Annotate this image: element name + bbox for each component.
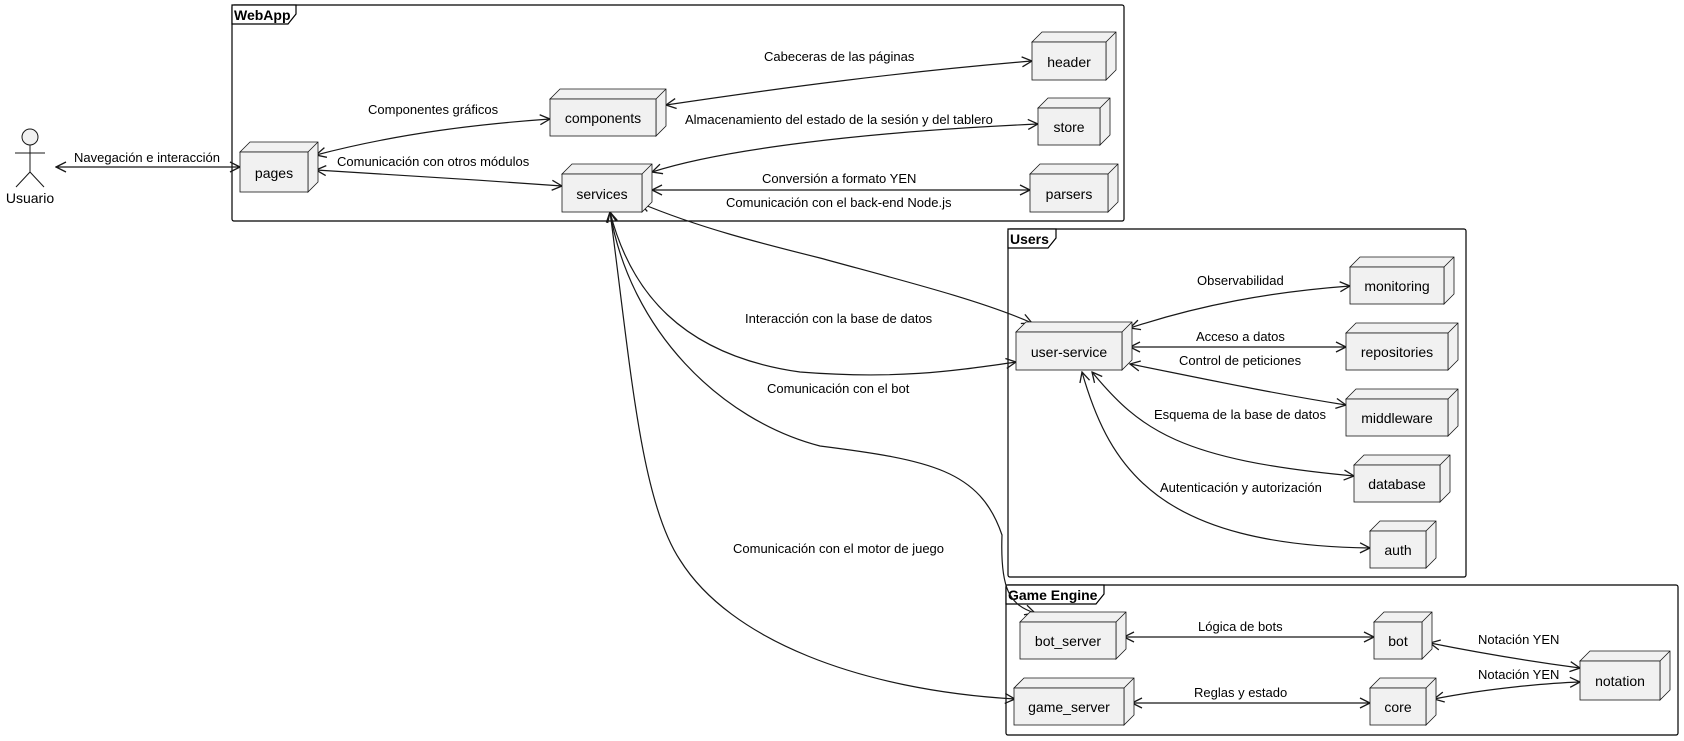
package-users-title: Users bbox=[1010, 231, 1049, 247]
node-monitoring-label: monitoring bbox=[1364, 278, 1429, 294]
edge-label-observabilidad: Observabilidad bbox=[1197, 273, 1284, 288]
node-game-server[interactable]: game_server bbox=[1013, 677, 1135, 726]
node-game-server-label: game_server bbox=[1028, 699, 1110, 715]
node-store[interactable]: store bbox=[1037, 97, 1111, 146]
edge-label-conversion: Conversión a formato YEN bbox=[762, 171, 916, 186]
node-middleware[interactable]: middleware bbox=[1345, 388, 1459, 437]
node-header[interactable]: header bbox=[1031, 31, 1117, 81]
node-monitoring[interactable]: monitoring bbox=[1349, 256, 1455, 305]
actor-usuario: Usuario bbox=[6, 128, 54, 206]
edges bbox=[56, 61, 1580, 703]
node-services-label: services bbox=[576, 186, 627, 202]
node-repositories-label: repositories bbox=[1361, 344, 1433, 360]
edge-label-comunicacion-modulos: Comunicación con otros módulos bbox=[337, 154, 530, 169]
node-database-label: database bbox=[1368, 476, 1426, 492]
node-store-label: store bbox=[1053, 119, 1084, 135]
edge-label-motor-juego: Comunicación con el motor de juego bbox=[733, 541, 944, 556]
edge-label-notacion-core: Notación YEN bbox=[1478, 667, 1559, 682]
node-bot-server-label: bot_server bbox=[1035, 633, 1101, 649]
edge-label-logica-bots: Lógica de bots bbox=[1198, 619, 1283, 634]
edge-label-autenticacion: Autenticación y autorización bbox=[1160, 480, 1322, 495]
edge-label-comunicacion-bot: Comunicación con el bot bbox=[767, 381, 910, 396]
node-auth[interactable]: auth bbox=[1369, 520, 1437, 569]
edge-pages-components bbox=[316, 119, 550, 155]
edge-label-interaccion-bd: Interacción con la base de datos bbox=[745, 311, 933, 326]
node-repositories[interactable]: repositories bbox=[1345, 322, 1459, 371]
node-core[interactable]: core bbox=[1369, 677, 1437, 726]
edge-label-almacenamiento: Almacenamiento del estado de la sesión y… bbox=[685, 112, 993, 127]
node-auth-label: auth bbox=[1384, 542, 1411, 558]
edge-core-notation bbox=[1434, 682, 1580, 699]
node-header-label: header bbox=[1047, 54, 1091, 70]
edge-label-navegacion: Navegación e interacción bbox=[74, 150, 220, 165]
edge-services-store bbox=[652, 124, 1038, 172]
node-database[interactable]: database bbox=[1353, 454, 1451, 503]
edge-label-acceso-datos: Acceso a datos bbox=[1196, 329, 1285, 344]
edge-label-componentes: Componentes gráficos bbox=[368, 102, 499, 117]
edge-label-cabeceras: Cabeceras de las páginas bbox=[764, 49, 915, 64]
edge-components-header bbox=[666, 61, 1032, 105]
node-bot-server[interactable]: bot_server bbox=[1019, 611, 1127, 660]
package-webapp-title: WebApp bbox=[234, 7, 291, 23]
node-user-service-label: user-service bbox=[1031, 344, 1107, 360]
edge-label-esquema-bd: Esquema de la base de datos bbox=[1154, 407, 1327, 422]
node-notation-label: notation bbox=[1595, 673, 1645, 689]
node-user-service[interactable]: user-service bbox=[1015, 321, 1133, 371]
node-parsers-label: parsers bbox=[1046, 186, 1093, 202]
node-services[interactable]: services bbox=[561, 163, 653, 213]
package-game-engine-title: Game Engine bbox=[1008, 587, 1098, 603]
node-parsers[interactable]: parsers bbox=[1029, 163, 1119, 213]
node-components[interactable]: components bbox=[549, 88, 667, 137]
edge-label-reglas-estado: Reglas y estado bbox=[1194, 685, 1287, 700]
actor-label: Usuario bbox=[6, 190, 54, 206]
edge-services-gameserver bbox=[610, 212, 1015, 699]
node-components-label: components bbox=[565, 110, 641, 126]
edge-label-control-peticiones: Control de peticiones bbox=[1179, 353, 1302, 368]
node-middleware-label: middleware bbox=[1361, 410, 1433, 426]
node-core-label: core bbox=[1384, 699, 1411, 715]
node-notation[interactable]: notation bbox=[1579, 650, 1671, 701]
node-bot-label: bot bbox=[1388, 633, 1408, 649]
node-pages[interactable]: pages bbox=[239, 141, 319, 193]
node-pages-label: pages bbox=[255, 165, 293, 181]
edge-userservice-auth bbox=[1082, 372, 1370, 548]
edge-label-backend: Comunicación con el back-end Node.js bbox=[726, 195, 952, 210]
edge-bot-notation bbox=[1430, 643, 1580, 668]
edge-services-userservice-bd bbox=[610, 212, 1016, 376]
edge-pages-services bbox=[316, 170, 562, 186]
node-bot[interactable]: bot bbox=[1373, 611, 1433, 660]
edge-label-notacion-bot: Notación YEN bbox=[1478, 632, 1559, 647]
edge-labels: Navegación e interacción Componentes grá… bbox=[74, 49, 1559, 700]
edge-userservice-monitoring bbox=[1130, 286, 1350, 328]
